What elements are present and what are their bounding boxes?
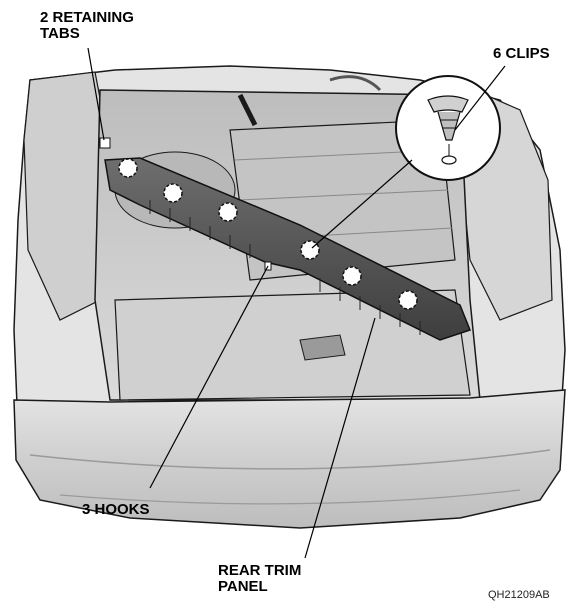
clip-marker [118, 158, 138, 178]
clip-marker [163, 183, 183, 203]
callout-clips-text: 6 CLIPS [493, 45, 550, 62]
callout-hooks: 3 HOOKS [82, 502, 150, 518]
figure-id: QH21209AB [488, 589, 550, 601]
cargo-floor [114, 289, 471, 401]
rear-bumper [13, 389, 566, 529]
callout-rear-trim-panel: REAR TRIM PANEL [218, 563, 301, 595]
callout-retaining-tabs-line1: 2 RETAINING [40, 9, 134, 26]
leader-magnifier [311, 159, 413, 249]
callout-retaining-tabs-line2: TABS [40, 25, 80, 42]
callout-rear-trim-panel-line1: REAR TRIM [218, 562, 302, 579]
leader-lines [87, 47, 506, 559]
callout-rear-trim-panel-line2: PANEL [218, 578, 268, 595]
clip-marker [342, 266, 362, 286]
clip-marker [218, 202, 238, 222]
leader-retaining-tabs [87, 47, 105, 141]
panel-ribs [149, 200, 421, 335]
clip-detail-magnifier [395, 75, 501, 181]
left-pillar [23, 71, 111, 321]
retaining-tab [99, 137, 111, 149]
leader-hooks [149, 265, 269, 489]
rear-trim-panel [104, 157, 471, 341]
clip-marker [398, 290, 418, 310]
clip-markers [118, 158, 418, 310]
callout-clips: 6 CLIPS [493, 46, 550, 62]
leader-rear-trim-panel [304, 317, 376, 559]
callout-hooks-text: 3 HOOKS [82, 501, 150, 518]
callout-retaining-tabs: 2 RETAINING TABS [40, 10, 134, 42]
leader-clips [454, 65, 506, 131]
